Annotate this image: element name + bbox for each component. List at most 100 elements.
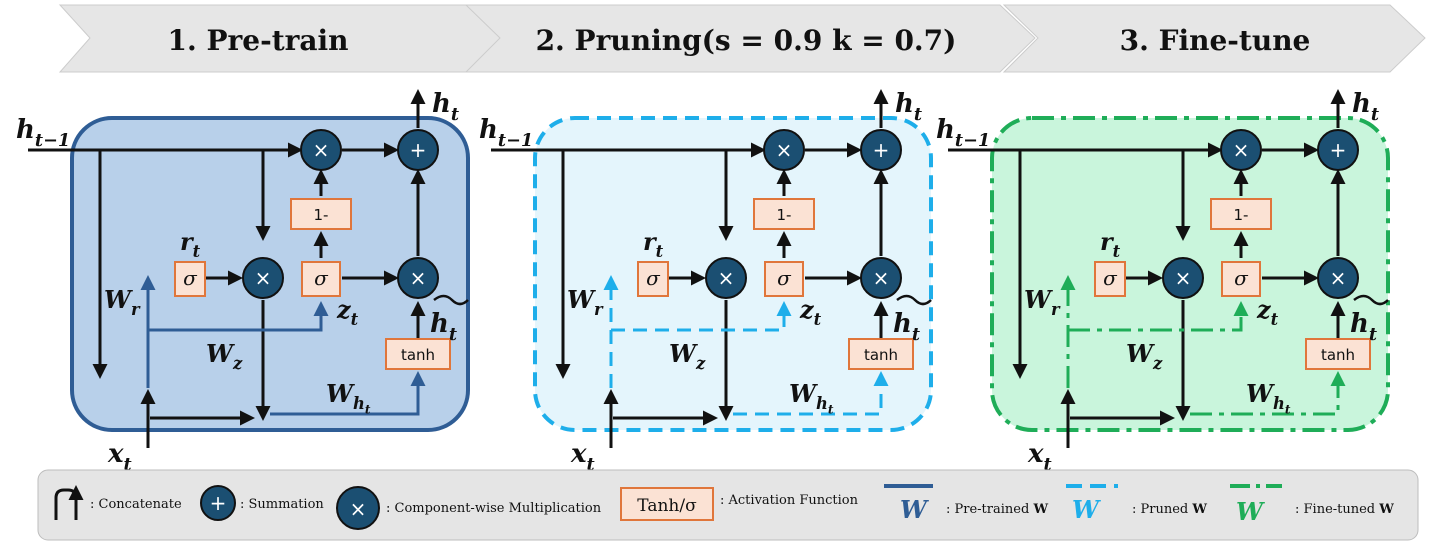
svg-text:×: ×	[1233, 138, 1250, 162]
svg-text:+: +	[410, 138, 427, 162]
input-h-label: ht−1	[479, 115, 533, 151]
input-x-label: xt	[1027, 439, 1052, 475]
svg-text:σ: σ	[777, 266, 792, 290]
stage-2-title: 2. Pruning(s = 0.9 k = 0.7)	[536, 24, 957, 57]
svg-text:1-: 1-	[1234, 206, 1249, 224]
sigma-update-box: σ	[1221, 261, 1261, 297]
svg-text:σ: σ	[1103, 266, 1118, 290]
activation-icon: Tanh/σ	[620, 487, 714, 521]
candidate-h-label: ht	[430, 309, 457, 345]
multiply-reset-op: ×	[242, 257, 284, 299]
svg-text:×: ×	[313, 138, 330, 162]
summation-icon: +	[200, 485, 236, 521]
w-z-label: Wz	[206, 339, 243, 373]
svg-text:+: +	[210, 491, 227, 515]
svg-text:tanh: tanh	[864, 346, 898, 364]
multiply-update-op: ×	[397, 257, 439, 299]
svg-text:×: ×	[410, 266, 427, 290]
sigma-update-box: σ	[764, 261, 804, 297]
svg-text:tanh: tanh	[401, 346, 435, 364]
one-minus-box: 1-	[290, 198, 352, 230]
concatenate-icon	[54, 485, 84, 520]
multiply-reset-op: ×	[705, 257, 747, 299]
sigma-reset-box: σ	[1094, 261, 1126, 297]
stage-2-banner	[464, 4, 1036, 73]
legend-finetuned-symbol: W	[1236, 497, 1265, 526]
input-x-label: xt	[570, 439, 595, 475]
w-h-label: Wht	[1246, 379, 1291, 417]
one-minus-box: 1-	[753, 198, 815, 230]
legend-pretrained-symbol: W	[900, 495, 929, 524]
w-h-label: Wht	[326, 379, 371, 417]
legend-pruned-symbol: W	[1072, 495, 1101, 524]
multiply-top-op: ×	[1220, 129, 1262, 171]
stage-3-banner	[1002, 4, 1426, 73]
tanh-box: tanh	[385, 338, 451, 370]
sigma-reset-box: σ	[637, 261, 669, 297]
svg-text:×: ×	[873, 266, 890, 290]
multiply-reset-op: ×	[1162, 257, 1204, 299]
w-z-label: Wz	[669, 339, 706, 373]
sigma-reset-box: σ	[174, 261, 206, 297]
one-minus-box: 1-	[1210, 198, 1272, 230]
output-h-label: ht	[1352, 89, 1379, 125]
stage-headers: 1. Pre-train 2. Pruning(s = 0.9 k = 0.7)…	[58, 4, 1426, 73]
input-h-label: ht−1	[936, 115, 990, 151]
legend-activation: : Activation Function	[720, 493, 859, 508]
input-x-label: xt	[107, 439, 132, 475]
svg-text:σ: σ	[1234, 266, 1249, 290]
legend: : Concatenate + : Summation × : Componen…	[37, 469, 1419, 541]
update-gate-label: zt	[336, 295, 359, 329]
svg-text:+: +	[873, 138, 890, 162]
multiply-top-op: ×	[300, 129, 342, 171]
multiply-update-op: ×	[1317, 257, 1359, 299]
update-gate-label: zt	[799, 295, 822, 329]
svg-text:+: +	[1330, 138, 1347, 162]
candidate-tilde	[1353, 294, 1389, 306]
svg-text:σ: σ	[183, 266, 198, 290]
reset-gate-label: rt	[1100, 227, 1121, 261]
candidate-tilde	[433, 294, 469, 306]
svg-text:tanh: tanh	[1321, 346, 1355, 364]
sum-op: +	[860, 129, 902, 171]
w-r-label: Wr	[104, 285, 141, 319]
svg-text:×: ×	[255, 266, 272, 290]
update-gate-label: zt	[1256, 295, 1279, 329]
candidate-h-label: ht	[893, 309, 920, 345]
sigma-update-box: σ	[301, 261, 341, 297]
input-h-label: ht−1	[16, 115, 70, 151]
svg-text:×: ×	[350, 497, 367, 521]
reset-gate-label: rt	[180, 227, 201, 261]
sum-op: +	[1317, 129, 1359, 171]
legend-pretrained: : Pre-trained W	[946, 502, 1048, 517]
legend-activation-box: Tanh/σ	[637, 496, 697, 516]
legend-concatenate: : Concatenate	[90, 497, 182, 512]
sum-op: +	[397, 129, 439, 171]
output-h-label: ht	[895, 89, 922, 125]
legend-multiplication: : Component-wise Multiplication	[386, 501, 602, 516]
tanh-box: tanh	[1305, 338, 1371, 370]
multiply-top-op: ×	[763, 129, 805, 171]
w-r-label: Wr	[1024, 285, 1061, 319]
svg-text:×: ×	[776, 138, 793, 162]
tanh-box: tanh	[848, 338, 914, 370]
svg-text:×: ×	[718, 266, 735, 290]
svg-text:×: ×	[1330, 266, 1347, 290]
reset-gate-label: rt	[643, 227, 664, 261]
svg-text:σ: σ	[646, 266, 661, 290]
multiplication-icon: ×	[336, 486, 380, 530]
svg-text:×: ×	[1175, 266, 1192, 290]
legend-pruned: : Pruned W	[1132, 502, 1207, 517]
stage-1-title: 1. Pre-train	[167, 24, 348, 57]
candidate-tilde	[896, 294, 932, 306]
w-z-label: Wz	[1126, 339, 1163, 373]
candidate-h-label: ht	[1350, 309, 1377, 345]
w-r-label: Wr	[567, 285, 604, 319]
svg-text:1-: 1-	[314, 206, 329, 224]
svg-text:σ: σ	[314, 266, 329, 290]
multiply-update-op: ×	[860, 257, 902, 299]
